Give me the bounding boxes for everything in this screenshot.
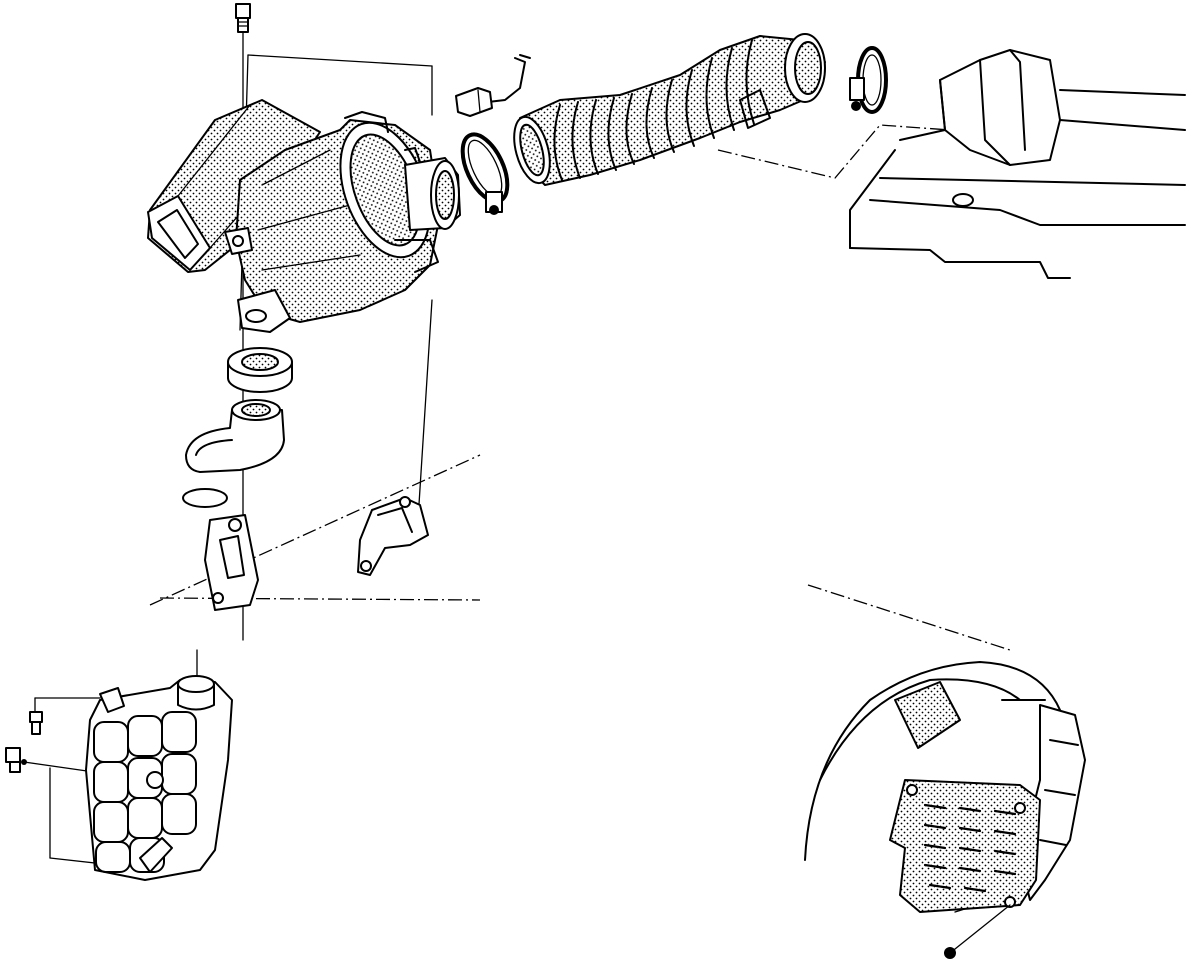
bolt-bottom <box>944 904 1011 959</box>
splash-shield <box>889 779 1041 913</box>
mounting-bracket <box>182 399 285 611</box>
bracket-right <box>357 496 429 576</box>
air-inlet-duct <box>147 99 321 273</box>
intake-hose <box>513 33 826 186</box>
grommet <box>227 347 293 393</box>
hose-clamp-right <box>849 46 888 114</box>
bolt-left-a <box>29 711 43 735</box>
bolt-top <box>235 3 251 33</box>
coolant-reservoir <box>85 675 233 881</box>
air-cleaner-housing <box>224 111 461 333</box>
bolt-left-b <box>5 747 27 773</box>
sensor-connector <box>455 54 531 117</box>
throttle-body <box>849 49 1186 279</box>
hose-clamp-left <box>460 132 510 215</box>
